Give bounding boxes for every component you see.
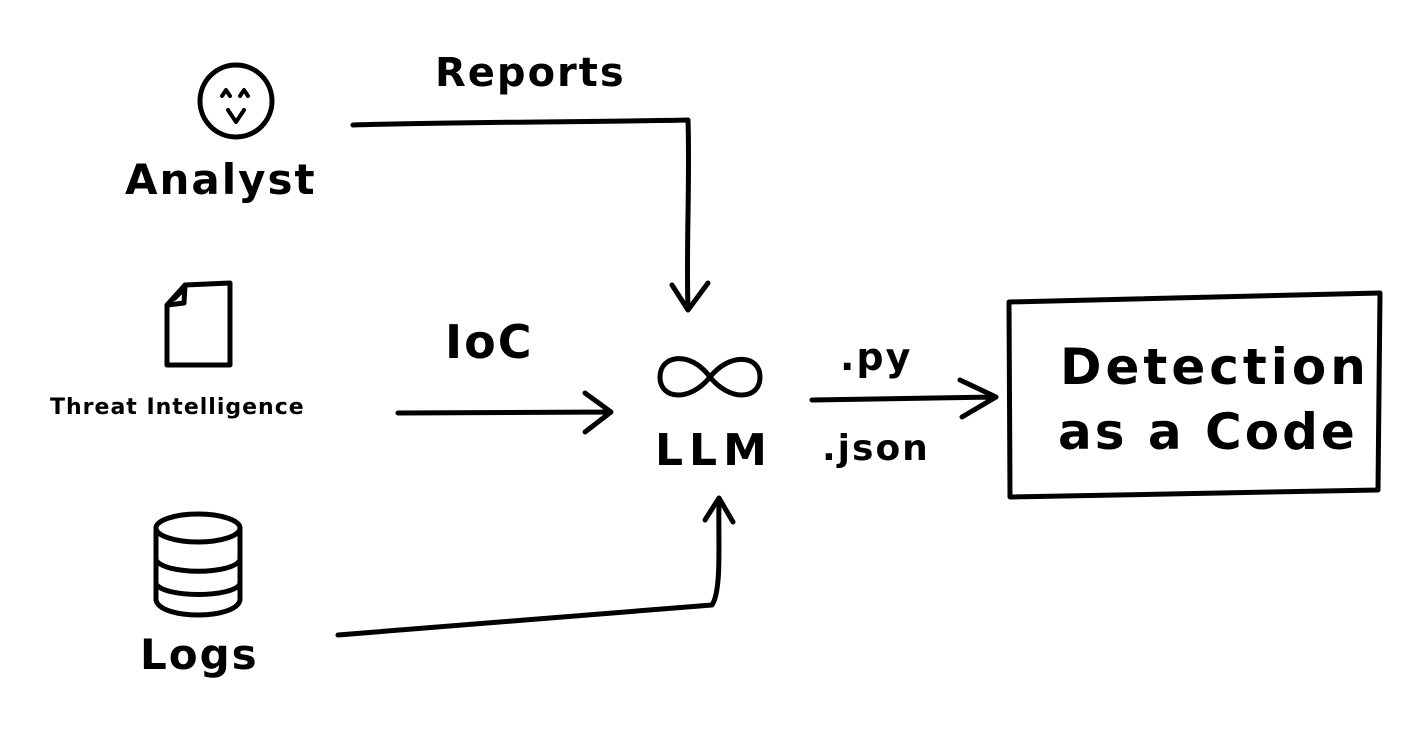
analyst-label: Analyst	[125, 155, 317, 204]
llm-label: LLM	[655, 425, 773, 476]
ioc-label: IoC	[445, 315, 534, 369]
logs-label: Logs	[140, 630, 259, 679]
analyst-face-icon	[197, 62, 275, 140]
output-box	[1006, 290, 1383, 500]
output-label-line1: Detection	[1060, 338, 1370, 396]
ioc-arrow	[395, 390, 614, 435]
database-icon	[153, 511, 243, 618]
reports-label: Reports	[435, 50, 626, 96]
threat-intelligence-label: Threat Intelligence	[50, 395, 305, 420]
document-icon	[164, 280, 233, 368]
llm-infinity-icon	[657, 356, 763, 398]
json-label: .json	[822, 428, 930, 469]
reports-arrow	[350, 117, 711, 313]
output-label-line2: as a Code	[1058, 403, 1358, 461]
output-arrow	[809, 377, 999, 420]
logs-arrow	[335, 495, 736, 638]
py-label: .py	[840, 335, 913, 379]
